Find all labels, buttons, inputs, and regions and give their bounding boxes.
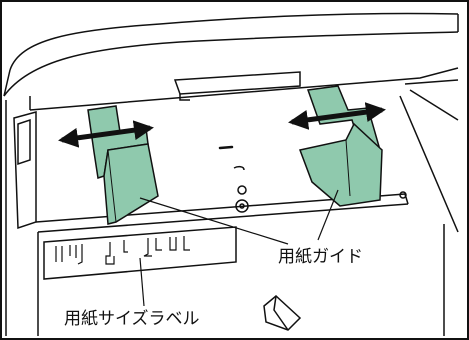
paper-sheet-icon	[263, 295, 302, 331]
printer-housing	[3, 12, 459, 233]
paper-size-label-caption: 用紙サイズラベル	[64, 309, 200, 329]
paper-size-label-strip	[43, 226, 237, 280]
leader-lines	[139, 189, 339, 307]
right-guide-double-arrow	[288, 102, 386, 130]
paper-guide-label: 用紙ガイド	[278, 247, 363, 267]
left-guide-double-arrow	[58, 120, 154, 148]
